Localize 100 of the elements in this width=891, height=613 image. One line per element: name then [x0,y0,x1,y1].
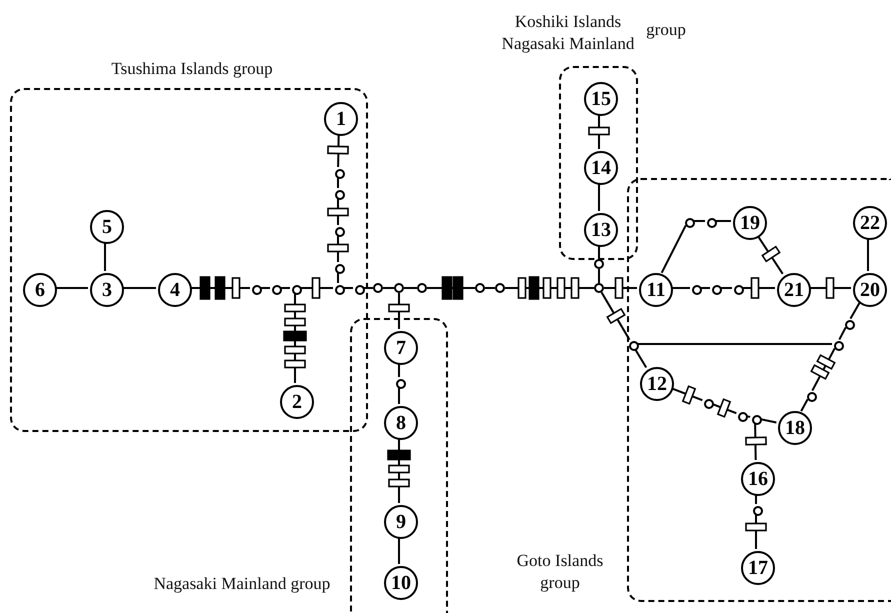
haplotype-circle [280,385,314,419]
median-vector-circle [845,320,855,330]
median-vector-circle [335,264,345,274]
network-line [55,287,88,289]
network-line [634,348,648,368]
haplotype-circle [90,273,124,307]
network-line [363,287,373,289]
network-line [427,287,475,289]
network-line [122,287,156,289]
haplotype-circle [853,206,887,240]
network-line [693,220,705,222]
haplotype-circle [158,273,192,307]
network-line [398,438,400,503]
network-line [398,293,400,329]
network-line [715,220,731,222]
network-line [383,287,394,289]
network-line [337,177,339,188]
network-line [660,225,687,274]
network-line [260,287,270,289]
network-line [800,398,808,412]
haplotype-circle [584,213,618,247]
network-line [700,287,710,289]
network-line [720,287,732,289]
median-vector-circle [807,392,817,402]
median-vector-circle [752,415,762,425]
haplotype-number: 2 [292,392,302,412]
network-line [850,302,860,320]
network-line [742,287,775,289]
median-vector-circle [355,285,365,295]
haplotype-number: 11 [646,280,666,300]
haplotype-number: 5 [102,217,112,237]
network-line [838,326,847,340]
haplotype-number: 20 [860,280,880,300]
median-vector-circle [335,227,345,237]
haplotype-number: 1 [336,109,346,129]
median-vector-circle [707,218,717,228]
network-line [756,234,784,274]
network-line [300,287,333,289]
haplotype-number: 18 [785,418,805,438]
network-line [867,238,869,271]
haplotype-circle [384,566,418,600]
network-line [760,418,777,424]
network-line [505,287,594,289]
network-line [404,287,417,289]
haplotype-circle [639,273,673,307]
network-line [671,287,690,289]
median-vector-circle [734,285,744,295]
haplotype-number: 7 [396,338,406,358]
haplotype-number: 19 [740,213,760,233]
median-vector-circle [704,399,714,409]
median-vector-circle [753,506,763,516]
network-line [337,134,340,168]
haplotype-circle [741,462,775,496]
network-line [398,537,400,564]
median-vector-circle [335,190,345,200]
network-line [598,114,600,149]
haplotype-number: 16 [748,469,768,489]
median-vector-circle [738,412,748,422]
haplotype-circle [733,206,767,240]
median-vector-circle [712,285,722,295]
median-vector-circle [272,285,282,295]
median-vector-circle [685,218,695,228]
network-line [598,269,600,283]
haplotype-circle [853,273,887,307]
haplotype-circle [384,331,418,365]
network-line [337,198,339,225]
network-line [811,348,836,392]
network-line [337,272,339,283]
median-vector-circle [292,285,302,295]
median-vector-circle [252,285,262,295]
haplotype-number: 9 [396,512,406,532]
network-line [604,287,637,289]
network-line [190,287,250,289]
median-vector-circle [396,379,406,389]
network-line [398,387,400,404]
haplotype-circle [777,273,811,307]
haplotype-circle [640,367,674,401]
network-line [755,494,757,504]
network-line [754,422,757,460]
network-line [598,183,600,211]
network-line [598,245,600,259]
haplotype-circle [324,102,358,136]
median-vector-circle [594,259,604,269]
network-line [637,343,832,345]
haplotype-number: 14 [591,158,611,178]
haplotype-circle [90,210,124,244]
haplotype-circle [384,406,418,440]
median-vector-circle [373,283,383,293]
haplotype-number: 8 [396,413,406,433]
haplotype-number: 3 [102,280,112,300]
network-line [280,287,290,289]
haplotype-circle [23,273,57,307]
haplotype-number: 17 [748,558,768,578]
group-label: Koshiki Islands Nagasaki Mainland [500,11,636,55]
haplotype-number: 4 [170,280,180,300]
network-line [809,287,851,289]
median-vector-circle [834,341,844,351]
haplotype-circle [384,505,418,539]
median-vector-circle [594,283,604,293]
haplotype-number: 22 [860,213,880,233]
